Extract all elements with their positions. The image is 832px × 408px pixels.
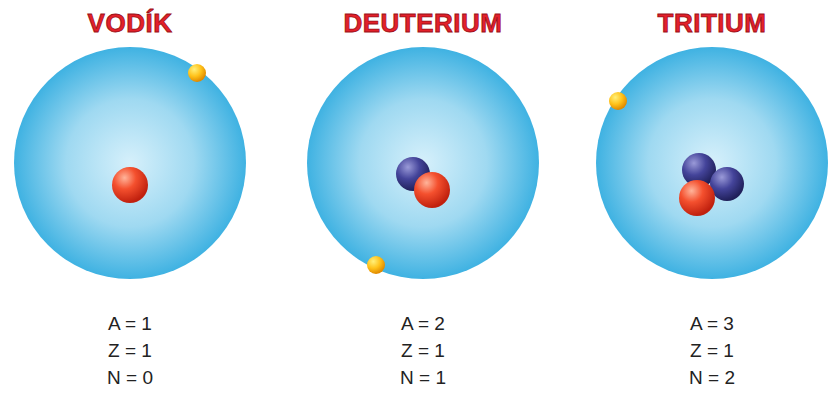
atom-shell bbox=[13, 46, 247, 280]
atom-node: DEUTERIUM A = 2Z = 1N = 1 bbox=[306, 0, 540, 408]
atom-number: A = 2 bbox=[400, 310, 446, 337]
atom-numbers: A = 2Z = 1N = 1 bbox=[400, 310, 446, 391]
atom-shell bbox=[595, 46, 829, 280]
atom-shell-holder bbox=[306, 46, 540, 280]
electron-shell bbox=[14, 47, 246, 279]
atom-shell bbox=[306, 46, 540, 280]
proton-ball bbox=[679, 180, 715, 216]
atom-node: VODÍK A = 1Z = 1N = 0 bbox=[13, 0, 247, 408]
neutron-ball bbox=[710, 167, 744, 201]
atom-numbers: A = 1Z = 1N = 0 bbox=[107, 310, 153, 391]
electron-shell bbox=[596, 47, 828, 279]
atom-number: N = 2 bbox=[689, 364, 735, 391]
electron-shell bbox=[307, 47, 539, 279]
atom-numbers: A = 3Z = 1N = 2 bbox=[689, 310, 735, 391]
atom-shell-holder bbox=[595, 46, 829, 280]
atom-shell-holder bbox=[13, 46, 247, 280]
atom-number: Z = 1 bbox=[107, 337, 153, 364]
electron-dot bbox=[188, 64, 206, 82]
atom-number: N = 1 bbox=[400, 364, 446, 391]
atom-number: A = 1 bbox=[107, 310, 153, 337]
atom-number: Z = 1 bbox=[689, 337, 735, 364]
atom-title: VODÍK bbox=[88, 0, 173, 46]
electron-dot bbox=[609, 92, 627, 110]
atom-title: TRITIUM bbox=[658, 0, 767, 46]
atom-number: N = 0 bbox=[107, 364, 153, 391]
atom-title: DEUTERIUM bbox=[343, 0, 502, 46]
atom-node: TRITIUM A = 3Z = 1N = 2 bbox=[595, 0, 829, 408]
proton-ball bbox=[112, 167, 148, 203]
electron-dot bbox=[367, 256, 385, 274]
proton-ball bbox=[414, 172, 450, 208]
atom-number: Z = 1 bbox=[400, 337, 446, 364]
atom-number: A = 3 bbox=[689, 310, 735, 337]
